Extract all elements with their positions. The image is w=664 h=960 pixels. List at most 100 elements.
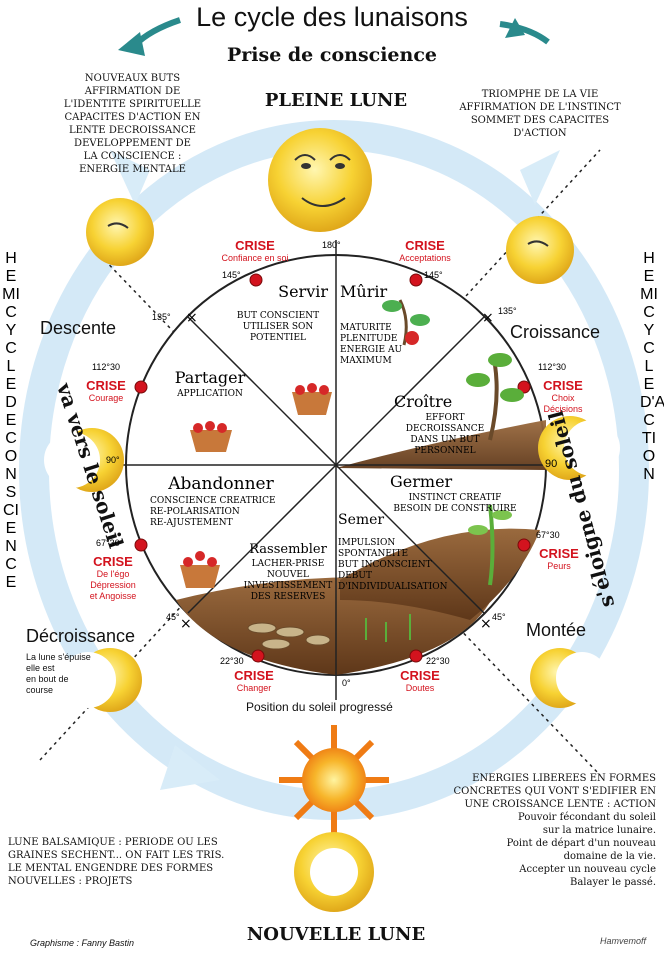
angle-45-right: 45°	[492, 612, 506, 622]
moon-crescent-lower-right	[530, 648, 608, 708]
label-decroissance: Décroissance	[26, 626, 136, 646]
teal-arrow-right	[499, 21, 550, 45]
signature: Hamvemoff	[600, 936, 647, 946]
crise-doutes: CRISE Doutes	[390, 668, 450, 694]
page-title: Le cycle des lunaisons	[196, 2, 468, 32]
sector-abandonner: Abandonner CONSCIENCE CREATRICE RE-POLAR…	[136, 474, 306, 529]
note-decroissance: La lune s'épuise elle est en bout de cou…	[26, 652, 91, 695]
full-moon-label: PLEINE LUNE	[264, 90, 408, 111]
basket-abandonner	[180, 551, 220, 588]
crise-changer: CRISE Changer	[224, 668, 284, 694]
sector-text: CONSCIENCE CREATRICE RE-POLARISATION RE-…	[150, 496, 276, 528]
apple-tree	[382, 299, 430, 346]
crise-label: CRISE	[543, 378, 583, 393]
label-descente: Descente	[40, 318, 117, 338]
credit: Graphisme : Fanny Bastin	[30, 938, 135, 948]
note-top-right: TRIOMPHE DE LA VIE AFFIRMATION DE L'INST…	[459, 89, 621, 139]
moon-upper-left	[86, 198, 154, 266]
right-vertical-label: HEMICYCLE D'ACTION	[640, 250, 664, 483]
angle-180: 180°	[322, 240, 341, 250]
young-tree	[466, 353, 524, 441]
crise-desc: Courage	[88, 393, 124, 403]
crise-choix: CRISE Choix Décisions	[526, 378, 600, 415]
sector-semer: Semer IMPULSION SPONTANEITE BUT INCONSCI…	[338, 512, 448, 593]
crisis-dot-145l	[249, 273, 263, 287]
sector-text: LACHER-PRISE NOUVEL INVESTISSEMENT DES R…	[243, 559, 333, 602]
sector-title: Rassembler	[249, 542, 327, 557]
angle-22-left: 22°30	[220, 656, 244, 666]
seedlings	[365, 614, 411, 642]
teal-arrow-right-head	[505, 18, 525, 38]
moon-upper-right	[506, 216, 574, 284]
basket-partager-left	[190, 421, 232, 452]
new-moon-label: NOUVELLE LUNE	[246, 924, 426, 945]
cycle-arrow-left	[110, 150, 150, 205]
teal-arrow-left-head	[118, 32, 145, 56]
sector-title: Croître	[394, 392, 453, 411]
crise-label: CRISE	[539, 546, 579, 561]
angle-112-right: 112°30	[538, 362, 566, 372]
basket-partager	[292, 383, 332, 415]
angle-0: 0°	[342, 678, 351, 688]
moon-crescent-lower-left	[60, 648, 142, 712]
label-croissance: Croissance	[510, 322, 601, 342]
angle-145-right: 145°	[424, 270, 443, 280]
crisis-dot-112r	[517, 380, 531, 394]
crise-desc: Peurs	[547, 561, 571, 571]
sun	[279, 725, 389, 835]
crisis-dot-145r	[409, 273, 423, 287]
label-bottom-axis: Position du soleil progressé	[246, 700, 393, 714]
sector-germer: Germer INSTINCT CREATIF BESOIN DE CONSTR…	[380, 472, 530, 515]
crise-label: CRISE	[400, 668, 440, 683]
angle-135-left: 135°	[152, 312, 171, 322]
note-bottom-left: LUNE BALSAMIQUE : PERIODE OU LES GRAINES…	[8, 837, 225, 887]
crisis-dot-22l	[251, 649, 265, 663]
sector-title: Servir	[278, 282, 328, 301]
spoke-diag-b	[187, 316, 485, 614]
crise-desc: Doutes	[405, 683, 435, 693]
crise-desc: Changer	[236, 683, 272, 693]
new-moon	[294, 832, 374, 912]
crise-peurs: CRISE Peurs	[526, 546, 592, 572]
page-subtitle: Prise de conscience	[226, 44, 437, 66]
sector-croitre: Croître EFFORT DECROISSANCE DANS UN BUT …	[390, 392, 500, 457]
cycle-arrow-right	[520, 150, 560, 205]
seed-piles	[247, 622, 331, 650]
crise-desc: Confiance en soi	[221, 253, 289, 263]
crisis-dot-67l	[134, 538, 148, 552]
crise-desc: De l'égo Dépression et Angoisse	[89, 569, 137, 601]
crise-courage: CRISE Courage	[74, 378, 138, 404]
sector-servir: Servir BUT CONSCIENT UTILISER SON POTENT…	[220, 282, 336, 344]
crise-label: CRISE	[405, 238, 445, 253]
full-moon-face	[268, 128, 372, 232]
crise-ego: CRISE De l'égo Dépression et Angoisse	[64, 554, 162, 602]
angle-90-right: 90	[545, 458, 558, 470]
sector-rassembler: Rassembler LACHER-PRISE NOUVEL INVESTISS…	[240, 542, 336, 603]
note-bottom-right: ENERGIES LIBEREES EN FORMES CONCRETES QU…	[453, 773, 657, 888]
sector-text: EFFORT DECROISSANCE DANS UN BUT PERSONNE…	[405, 413, 485, 456]
angle-67-right: 67°30	[536, 530, 560, 540]
sector-text: IMPULSION SPONTANEITE BUT INCONSCIENT DE…	[338, 538, 448, 592]
sector-title: Abandonner	[168, 474, 274, 494]
angle-67-left: 67°30	[96, 538, 120, 548]
crise-label: CRISE	[93, 554, 133, 569]
angle-112-left: 112°30	[92, 362, 120, 372]
sector-partager: Partager APPLICATION	[150, 368, 270, 400]
soil-right-lower	[340, 528, 540, 620]
left-vertical-label: HEMICYCLE DE CONSCIENCE	[2, 250, 20, 591]
x-mark-135r: ×	[482, 310, 494, 326]
sector-text: INSTINCT CREATIF BESOIN DE CONSTRUIRE	[393, 493, 517, 514]
sector-text: MATURITE PLENITUDE ENERGIE AU MAXIMUM	[340, 323, 403, 366]
x-mark-135l: ×	[186, 310, 198, 326]
crise-label: CRISE	[235, 238, 275, 253]
crise-label: CRISE	[234, 668, 274, 683]
crise-label: CRISE	[86, 378, 126, 393]
crise-acceptations: CRISE Acceptations	[380, 238, 470, 264]
sector-title: Partager	[174, 368, 246, 387]
x-mark-45r: ×	[480, 616, 492, 632]
crisis-dot-112l	[134, 380, 148, 394]
sector-title: Germer	[390, 472, 453, 491]
crisis-dot-22r	[409, 649, 423, 663]
